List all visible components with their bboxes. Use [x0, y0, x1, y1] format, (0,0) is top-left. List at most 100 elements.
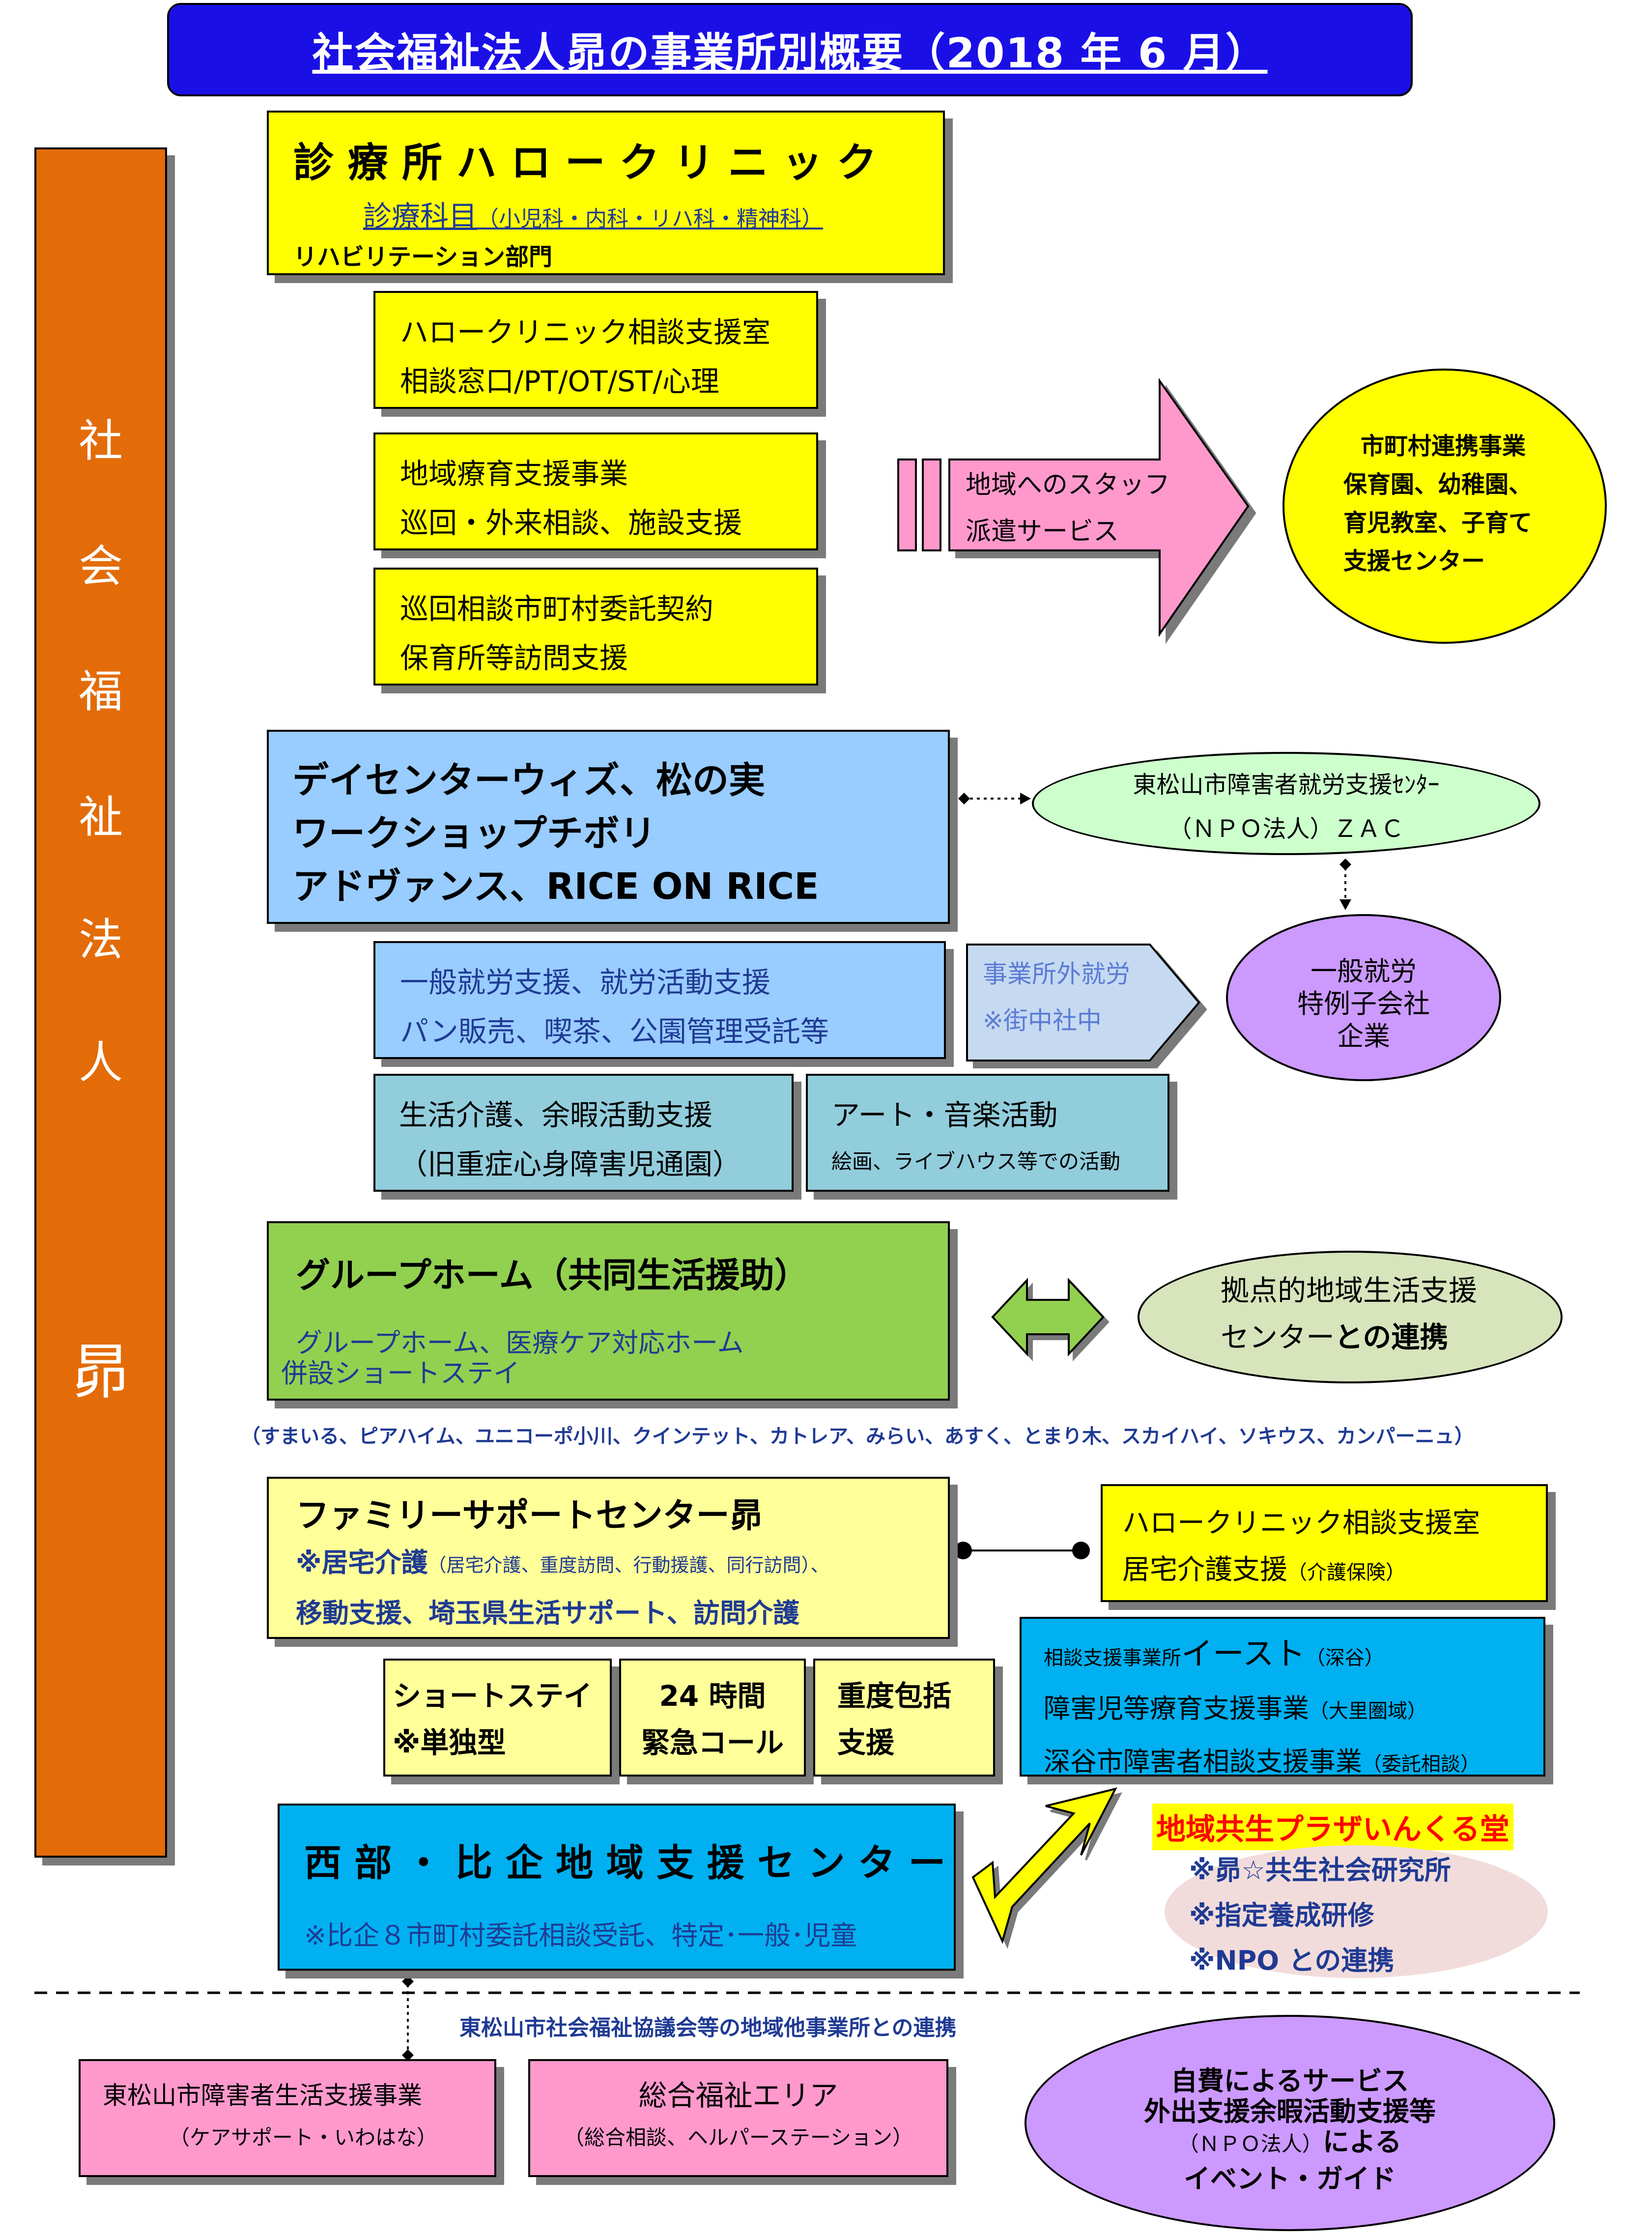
east-l3a: 深谷市障害者相談支援事業	[1044, 1746, 1362, 1777]
self-pay-line4: イベント・ガイド	[1184, 2163, 1396, 2194]
general-job-line1: 一般就労	[1310, 956, 1417, 987]
arrowhead	[1339, 899, 1351, 910]
life-care-line2: （旧重症心身障害児通園）	[399, 1148, 741, 1181]
life-support-line2: （ケアサポート・いわはな）	[169, 2125, 438, 2150]
clinic-box: 診 療 所 ハ ロ ー ク リ ニ ッ ク 診療科目（小児科・内科・リハ科・精神…	[267, 111, 945, 275]
base-support-line2a: センター	[1221, 1320, 1335, 1354]
daycenter-line3: アドヴァンス、RICE ON RICE	[292, 865, 819, 908]
shortstay-box: ショートステイ ※単独型	[383, 1659, 612, 1777]
employment-line2: パン販売、喫茶、公園管理受託等	[400, 1015, 829, 1048]
arrow-bar	[897, 459, 917, 551]
family-line1a: ※居宅介護	[296, 1547, 428, 1578]
east-l3b: （委託相談）	[1362, 1753, 1480, 1776]
east-l1b: イースト	[1181, 1636, 1306, 1672]
general-job-line2: 特例子会社	[1297, 988, 1430, 1019]
grouphome-line2: 併設ショートステイ	[281, 1358, 520, 1389]
employment-line1: 一般就労支援、就労活動支援	[400, 966, 771, 999]
east-box: 相談支援事業所イースト（深谷） 障害児等療育支援事業（大里圏域） 深谷市障害者相…	[1020, 1617, 1545, 1777]
rehab-dept: リハビリテーション部門	[293, 243, 553, 271]
east-line1: 相談支援事業所イースト（深谷）	[1044, 1631, 1543, 1685]
self-pay-ellipse: 自費によるサービス 外出支援余暇活動支援等 （ＮＰＯ法人）による イベント・ガイ…	[1025, 2015, 1555, 2231]
life-support-box: 東松山市障害者生活支援事業 （ケアサポート・いわはな）	[79, 2059, 496, 2177]
plaza-items: ※昴☆共生社会研究所 ※指定養成研修 ※NPO との連携	[1189, 1848, 1451, 1983]
family-title: ファミリーサポートセンター昴	[296, 1496, 763, 1535]
west-center-box: 西 部 ・ 比 企 地 域 支 援 セ ン タ ー ※比企８市町村委託相談受託、…	[278, 1804, 956, 1971]
plaza-line3: ※NPO との連携	[1189, 1945, 1395, 1976]
plaza-line1: ※昴☆共生社会研究所	[1189, 1855, 1451, 1886]
dot-marker	[954, 1542, 972, 1559]
west-title: 西 部 ・ 比 企 地 域 支 援 セ ン タ ー	[304, 1841, 946, 1885]
consult-room-box: ハロークリニック相談支援室 相談窓口/PT/OT/ST/心理	[373, 291, 818, 409]
zac-line1: 東松山市障害者就労支援ｾﾝﾀｰ	[1133, 771, 1440, 799]
regional-care-line1: 地域療育支援事業	[400, 457, 628, 490]
zac-ellipse: 東松山市障害者就労支援ｾﾝﾀｰ （ＮＰＯ法人）ＺＡＣ	[1032, 752, 1540, 855]
life-support-line1: 東松山市障害者生活支援事業	[103, 2081, 422, 2110]
sidebar-char: 祉	[79, 791, 123, 843]
sidebar-organization: 社 会 福 祉 法 人 昴	[34, 147, 167, 1858]
self-pay-line1: 自費によるサービス	[1170, 2066, 1409, 2096]
shortstay-line1: ショートステイ	[393, 1679, 593, 1713]
severe-line2: 支援	[837, 1726, 895, 1759]
general-job-line3: 企業	[1337, 1021, 1390, 1052]
emergency-line2: 緊急コール	[641, 1726, 784, 1759]
zac-line2: （ＮＰＯ法人）ＺＡＣ	[1168, 815, 1404, 843]
emergency-line1: 24 時間	[659, 1679, 766, 1713]
welfare-area-box: 総合福祉エリア （総合相談、ヘルパーステーション）	[528, 2059, 948, 2177]
diamond-marker	[402, 2049, 414, 2061]
diamond-marker	[1339, 859, 1351, 870]
east-l1c: （深谷）	[1305, 1647, 1384, 1669]
dot-marker	[1072, 1542, 1090, 1559]
base-support-line1: 拠点的地域生活支援	[1221, 1274, 1478, 1307]
daycenter-box: デイセンターウィズ、松の実 ワークショップチボリ アドヴァンス、RICE ON …	[267, 730, 950, 924]
consult-room-line1: ハロークリニック相談支援室	[400, 316, 771, 349]
general-job-ellipse: 一般就労 特例子会社 企業	[1226, 914, 1501, 1081]
severe-box: 重度包括 支援	[813, 1659, 995, 1777]
page-title: 社会福祉法人昴の事業所別概要（2018 年 6 月）	[312, 29, 1268, 77]
sidebar-char: 法	[79, 914, 123, 966]
staff-arrow-shape	[948, 377, 1250, 637]
family-line2: 移動支援、埼玉県生活サポート、訪問介護	[296, 1598, 799, 1629]
welfare-area-line1: 総合福祉エリア	[638, 2079, 838, 2112]
west-east-double-arrow	[971, 1787, 1117, 1944]
sidebar-char: 会	[79, 541, 123, 592]
employment-box: 一般就労支援、就労活動支援 パン販売、喫茶、公園管理受託等	[373, 941, 946, 1059]
hello-home-line2: 居宅介護支援（介護保険）	[1122, 1547, 1546, 1600]
art-line1: アート・音楽活動	[831, 1098, 1058, 1132]
self-pay-line3a: （ＮＰＯ法人）	[1178, 2132, 1323, 2156]
east-l1a: 相談支援事業所	[1044, 1647, 1181, 1669]
municipal-line2: 保育園、幼稚園、	[1343, 471, 1533, 498]
self-pay-line2: 外出支援余暇活動支援等	[1144, 2096, 1436, 2127]
welfare-area-line2: （総合相談、ヘルパーステーション）	[563, 2125, 913, 2150]
east-l2b: （大里圏域）	[1309, 1700, 1427, 1722]
municipal-circle: 市町村連携事業 保育園、幼稚園、 育児教室、子育て 支援センター	[1282, 369, 1607, 644]
severe-line1: 重度包括	[837, 1679, 952, 1713]
self-pay-line3b: による	[1322, 2126, 1402, 2157]
west-line1: ※比企８市町村委託相談受託、特定･一般･児童	[304, 1920, 857, 1951]
staff-arrow-line1: 地域へのスタッフ	[966, 470, 1170, 500]
emergency-box: 24 時間 緊急コール	[619, 1659, 806, 1777]
east-line2: 障害児等療育支援事業（大里圏域）	[1044, 1685, 1543, 1738]
grouphome-double-arrow	[991, 1277, 1105, 1357]
grouphome-list: （すまいる、ピアハイム、ユニコーポ小川、クインテット、カトレア、みらい、あすく、…	[241, 1425, 1474, 1448]
dept-sub: （小児科・内科・リハ科・精神科）	[477, 206, 824, 231]
diamond-marker	[958, 793, 970, 804]
hello-home-box: ハロークリニック相談支援室 居宅介護支援（介護保険）	[1101, 1484, 1548, 1602]
offsite-label: 事業所外就労 ※街中社中	[983, 951, 1130, 1044]
offsite-line1: 事業所外就労	[983, 960, 1130, 988]
east-line3: 深谷市障害者相談支援事業（委託相談）	[1044, 1738, 1543, 1791]
clinic-name: 診 療 所 ハ ロ ー ク リ ニ ッ ク	[293, 140, 877, 186]
art-line2: 絵画、ライブハウス等での活動	[831, 1149, 1121, 1174]
grouphome-title: グループホーム（共同生活援助）	[296, 1255, 809, 1295]
plaza-ellipse	[1165, 1845, 1548, 1978]
municipal-line4: 支援センター	[1343, 547, 1485, 575]
staff-arrow-label: 地域へのスタッフ 派遣サービス	[966, 462, 1170, 555]
base-support-ellipse: 拠点的地域生活支援 センターとの連携	[1138, 1251, 1563, 1383]
regional-care-box: 地域療育支援事業 巡回・外来相談、施設支援	[373, 432, 818, 550]
staff-arrow-line2: 派遣サービス	[966, 517, 1119, 546]
shortstay-line2: ※単独型	[393, 1726, 506, 1759]
life-care-box: 生活介護、余暇活動支援 （旧重症心身障害児通園）	[373, 1074, 794, 1192]
life-care-line1: 生活介護、余暇活動支援	[399, 1098, 713, 1132]
self-pay-line3: （ＮＰＯ法人）による	[1026, 2127, 1553, 2164]
family-line1b: （居宅介護、重度訪問、行動援護、同行訪問）、	[427, 1554, 829, 1576]
